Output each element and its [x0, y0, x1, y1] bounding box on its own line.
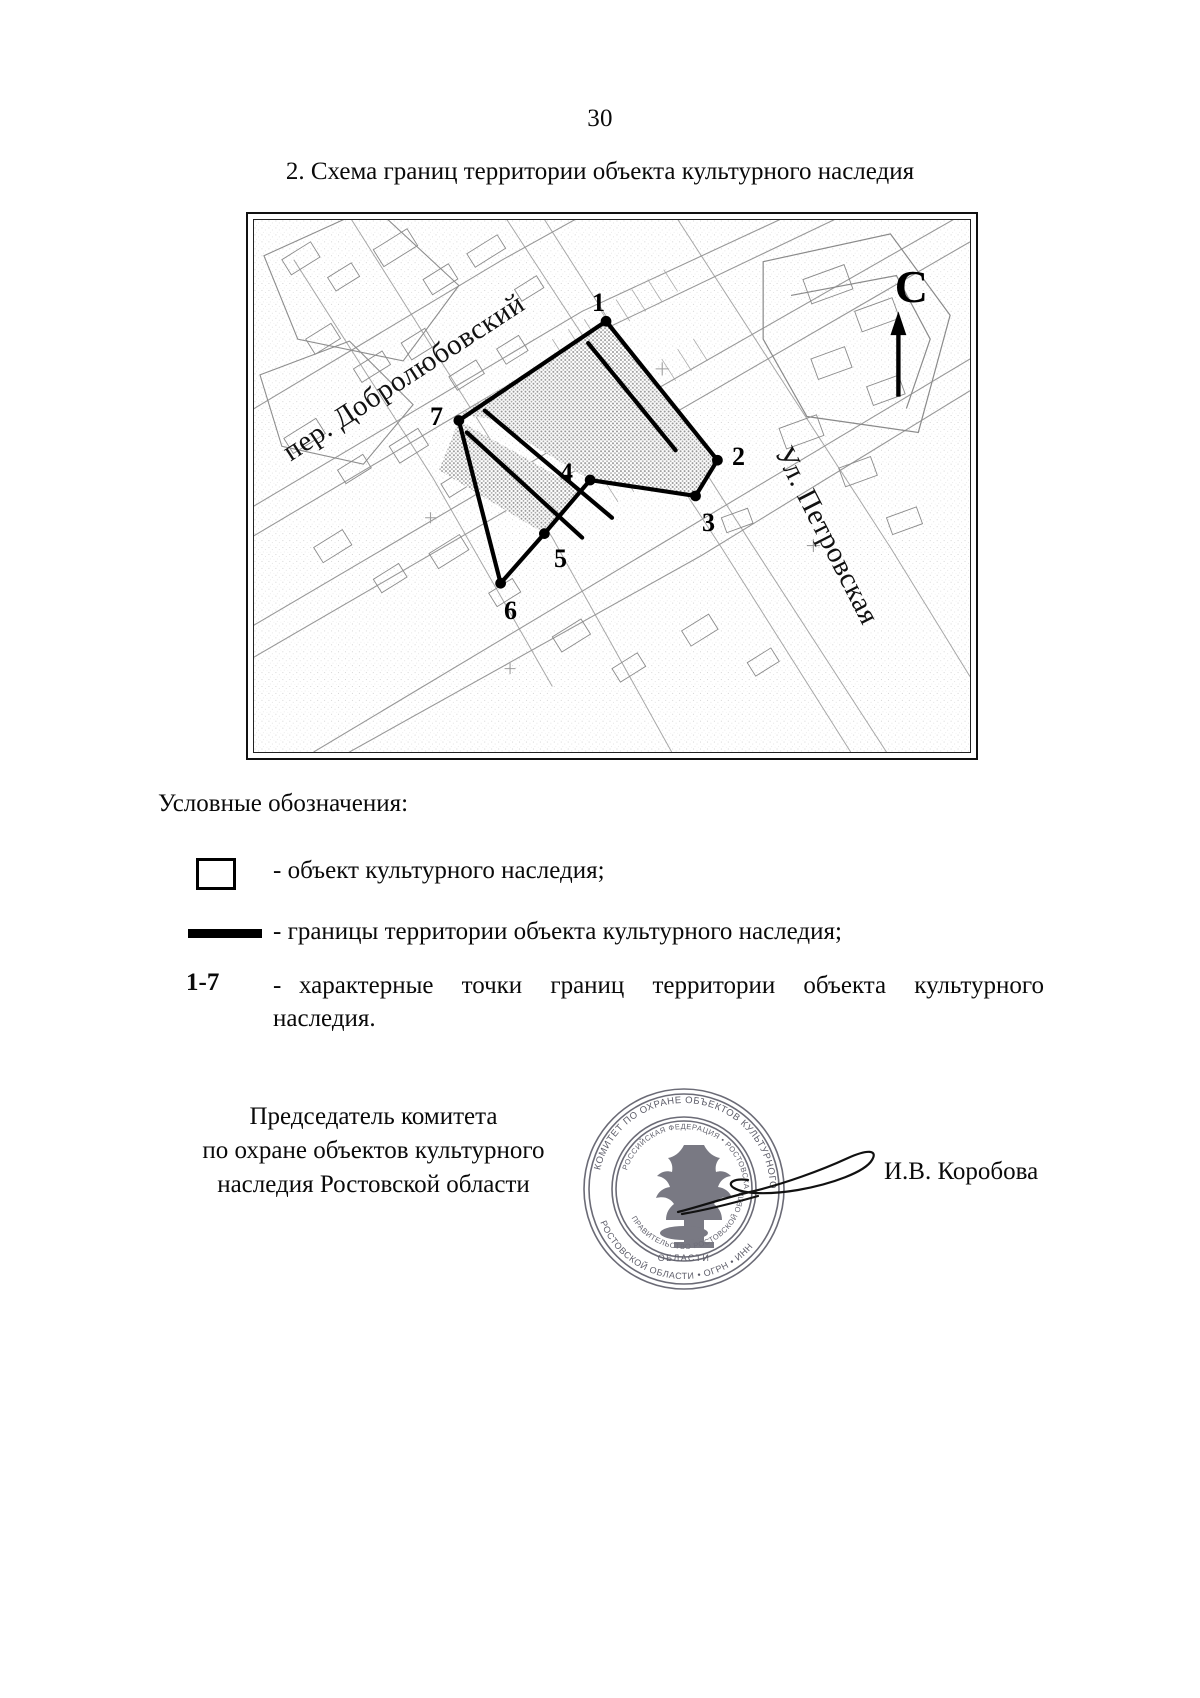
signatory-title-line-3: наследия Ростовской области [217, 1171, 530, 1198]
legend-symbol-heritage-object-square [196, 858, 236, 890]
north-arrow-icon [890, 311, 907, 397]
page-number: 30 [587, 105, 613, 132]
territory-boundary-lines [456, 319, 720, 586]
legend-text-characteristic-points: -характерные точки границ территории объ… [273, 969, 1044, 1036]
legend-text-heritage-object: - объект культурного наследия; [273, 857, 605, 884]
signatory-title: Председатель комитета по охране объектов… [186, 1100, 561, 1202]
map-point-label-2: 2 [732, 442, 745, 471]
map-point-label-4: 4 [560, 458, 573, 487]
signatory-name: И.В. Коробова [884, 1158, 1039, 1185]
map-figure: пер. Добролюбовский Ул. Петровская С 1 2… [246, 212, 978, 760]
north-direction-letter: С [894, 261, 928, 312]
handwritten-signature [676, 1150, 875, 1216]
signatory-title-line-2: по охране объектов культурного [202, 1137, 545, 1164]
map-point-label-1: 1 [592, 288, 605, 317]
legend-heading: Условные обозначения: [158, 790, 409, 817]
legend-symbol-point-range: 1-7 [186, 969, 220, 996]
cadastral-basemap [254, 220, 970, 752]
svg-text:ОБЛАСТИ: ОБЛАСТИ [658, 1253, 711, 1263]
signatory-title-line-1: Председатель комитета [249, 1103, 498, 1130]
legend-dash-3: - [273, 972, 282, 999]
legend-text-line1: характерные точки границ территории объе… [299, 972, 1044, 999]
legend-text-boundary: - границы территории объекта культурного… [273, 918, 842, 945]
official-seal-stamp: КОМИТЕТ ПО ОХРАНЕ ОБЪЕКТОВ КУЛЬТУРНОГО Н… [578, 1083, 785, 1290]
map-point-label-5: 5 [554, 544, 567, 573]
legend-symbol-boundary-line [188, 929, 262, 938]
map-point-label-3: 3 [702, 508, 715, 537]
vertex-dots [453, 315, 723, 589]
legend-text-line2: наследия. [273, 1005, 376, 1033]
map-canvas: пер. Добролюбовский Ул. Петровская С 1 2… [253, 219, 971, 753]
map-point-label-7: 7 [430, 402, 443, 431]
page-title: 2. Схема границ территории объекта культ… [285, 158, 915, 185]
map-point-label-6: 6 [504, 596, 517, 625]
